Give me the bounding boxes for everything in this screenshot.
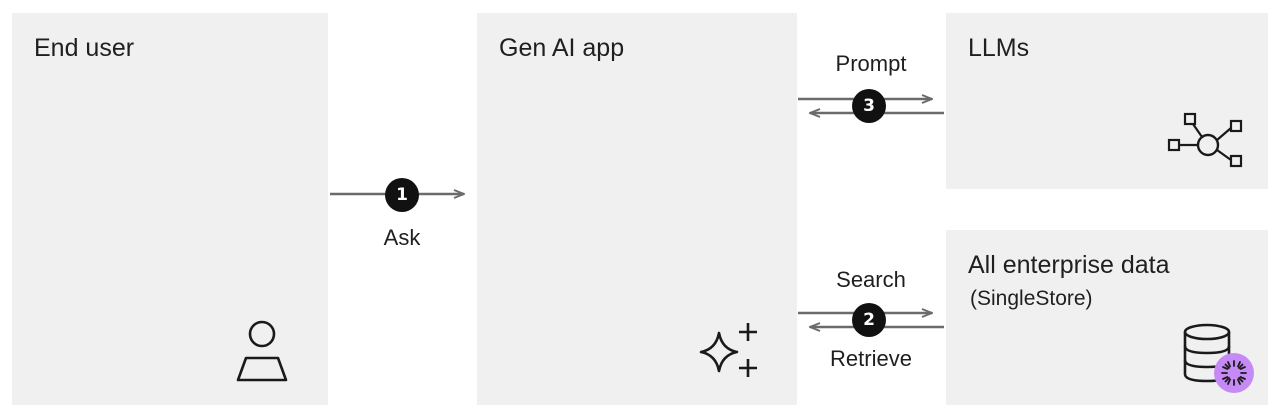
step-3-badge: 3: [852, 89, 886, 123]
step-1-badge: 1: [385, 178, 419, 212]
gen-ai-app-title: Gen AI app: [499, 34, 625, 62]
enterprise-data-title: All enterprise data: [968, 251, 1170, 279]
person-icon: [236, 320, 288, 382]
llms-box: LLMs: [946, 13, 1268, 189]
prompt-label: Prompt: [835, 51, 907, 76]
retrieve-label: Retrieve: [830, 346, 912, 371]
end-user-box: End user: [12, 13, 328, 405]
network-icon: [1167, 112, 1243, 168]
ask-label: Ask: [383, 225, 421, 250]
step-2-badge: 2: [852, 303, 886, 337]
enterprise-data-subtitle: (SingleStore): [970, 287, 1093, 310]
search-label: Search: [836, 267, 906, 292]
llms-title: LLMs: [968, 34, 1030, 62]
loader-icon[interactable]: [1214, 353, 1254, 393]
sparkle-icon: [699, 323, 757, 377]
end-user-title: End user: [34, 34, 135, 62]
gen-ai-app-box: Gen AI app: [477, 13, 797, 405]
